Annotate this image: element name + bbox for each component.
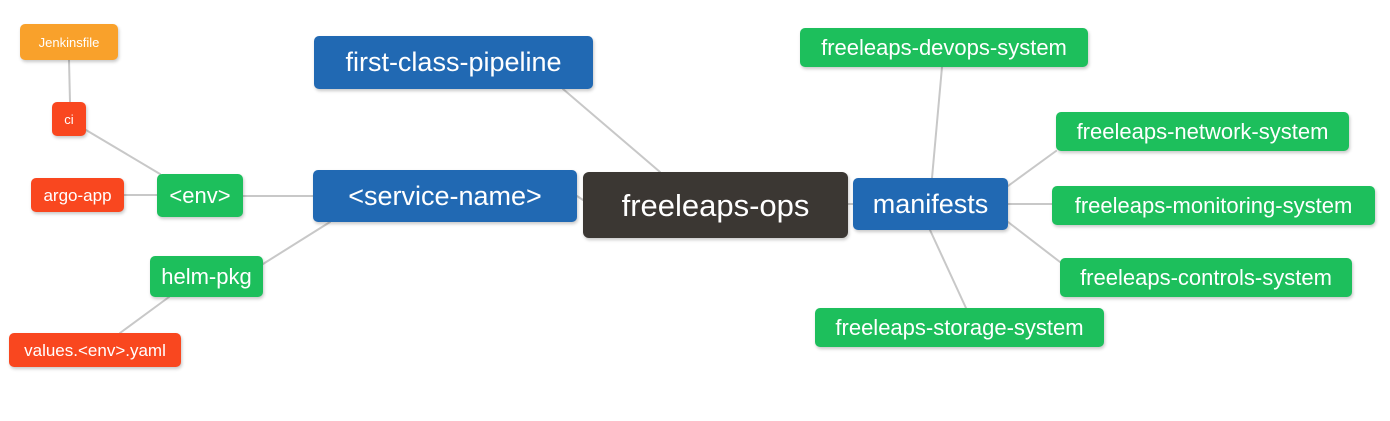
mindmap-node-label: helm-pkg bbox=[161, 263, 252, 289]
mindmap-node-manifests[interactable]: manifests bbox=[853, 178, 1008, 230]
mindmap-node-freeleaps-storage-system[interactable]: freeleaps-storage-system bbox=[815, 308, 1104, 347]
mindmap-node-service-name[interactable]: <service-name> bbox=[313, 170, 577, 222]
mindmap-node-label: <service-name> bbox=[348, 180, 542, 211]
mindmap-node-label: ci bbox=[64, 111, 74, 127]
mindmap-node-label: values.<env>.yaml bbox=[24, 340, 166, 360]
mindmap-node-label: freeleaps-monitoring-system bbox=[1074, 192, 1353, 218]
mindmap-node-argo-app[interactable]: argo-app bbox=[31, 178, 124, 212]
mindmap-edge bbox=[931, 66, 943, 179]
mindmap-node-freeleaps-controls-system[interactable]: freeleaps-controls-system bbox=[1060, 258, 1352, 297]
mindmap-edge bbox=[1007, 150, 1057, 187]
mindmap-node-label: freeleaps-network-system bbox=[1076, 118, 1329, 144]
mindmap-edge bbox=[119, 296, 170, 334]
mindmap-node-env[interactable]: <env> bbox=[157, 174, 243, 217]
mindmap-node-label: freeleaps-ops bbox=[621, 187, 810, 223]
mindmap-node-jenkinsfile[interactable]: Jenkinsfile bbox=[20, 24, 118, 60]
mindmap-node-label: freeleaps-storage-system bbox=[835, 314, 1084, 340]
mindmap-edge bbox=[1007, 221, 1061, 263]
mindmap-node-label: first-class-pipeline bbox=[345, 47, 562, 77]
mindmap-node-first-class-pipeline[interactable]: first-class-pipeline bbox=[314, 36, 593, 89]
mindmap-edge bbox=[68, 59, 71, 103]
mindmap-node-label: manifests bbox=[872, 188, 989, 219]
mindmap-node-label: argo-app bbox=[43, 185, 112, 205]
mindmap-edge bbox=[562, 88, 661, 173]
mindmap-node-label: Jenkinsfile bbox=[38, 34, 100, 50]
mindmap-node-helm-pkg[interactable]: helm-pkg bbox=[150, 256, 263, 297]
mindmap-edge bbox=[262, 221, 331, 265]
mindmap-node-label: <env> bbox=[169, 182, 231, 208]
mindmap-edge bbox=[929, 229, 967, 309]
mindmap-node-freeleaps-monitoring-system[interactable]: freeleaps-monitoring-system bbox=[1052, 186, 1375, 225]
mindmap-edge bbox=[85, 129, 161, 175]
mindmap-node-freeleaps-devops-system[interactable]: freeleaps-devops-system bbox=[800, 28, 1088, 67]
mindmap-node-ci[interactable]: ci bbox=[52, 102, 86, 136]
mindmap-node-freeleaps-network-system[interactable]: freeleaps-network-system bbox=[1056, 112, 1349, 151]
mindmap-node-freeleaps-ops[interactable]: freeleaps-ops bbox=[583, 172, 848, 238]
mindmap-node-label: freeleaps-controls-system bbox=[1080, 264, 1332, 290]
mindmap-node-label: freeleaps-devops-system bbox=[821, 34, 1067, 60]
mindmap-node-values-yaml[interactable]: values.<env>.yaml bbox=[9, 333, 181, 367]
